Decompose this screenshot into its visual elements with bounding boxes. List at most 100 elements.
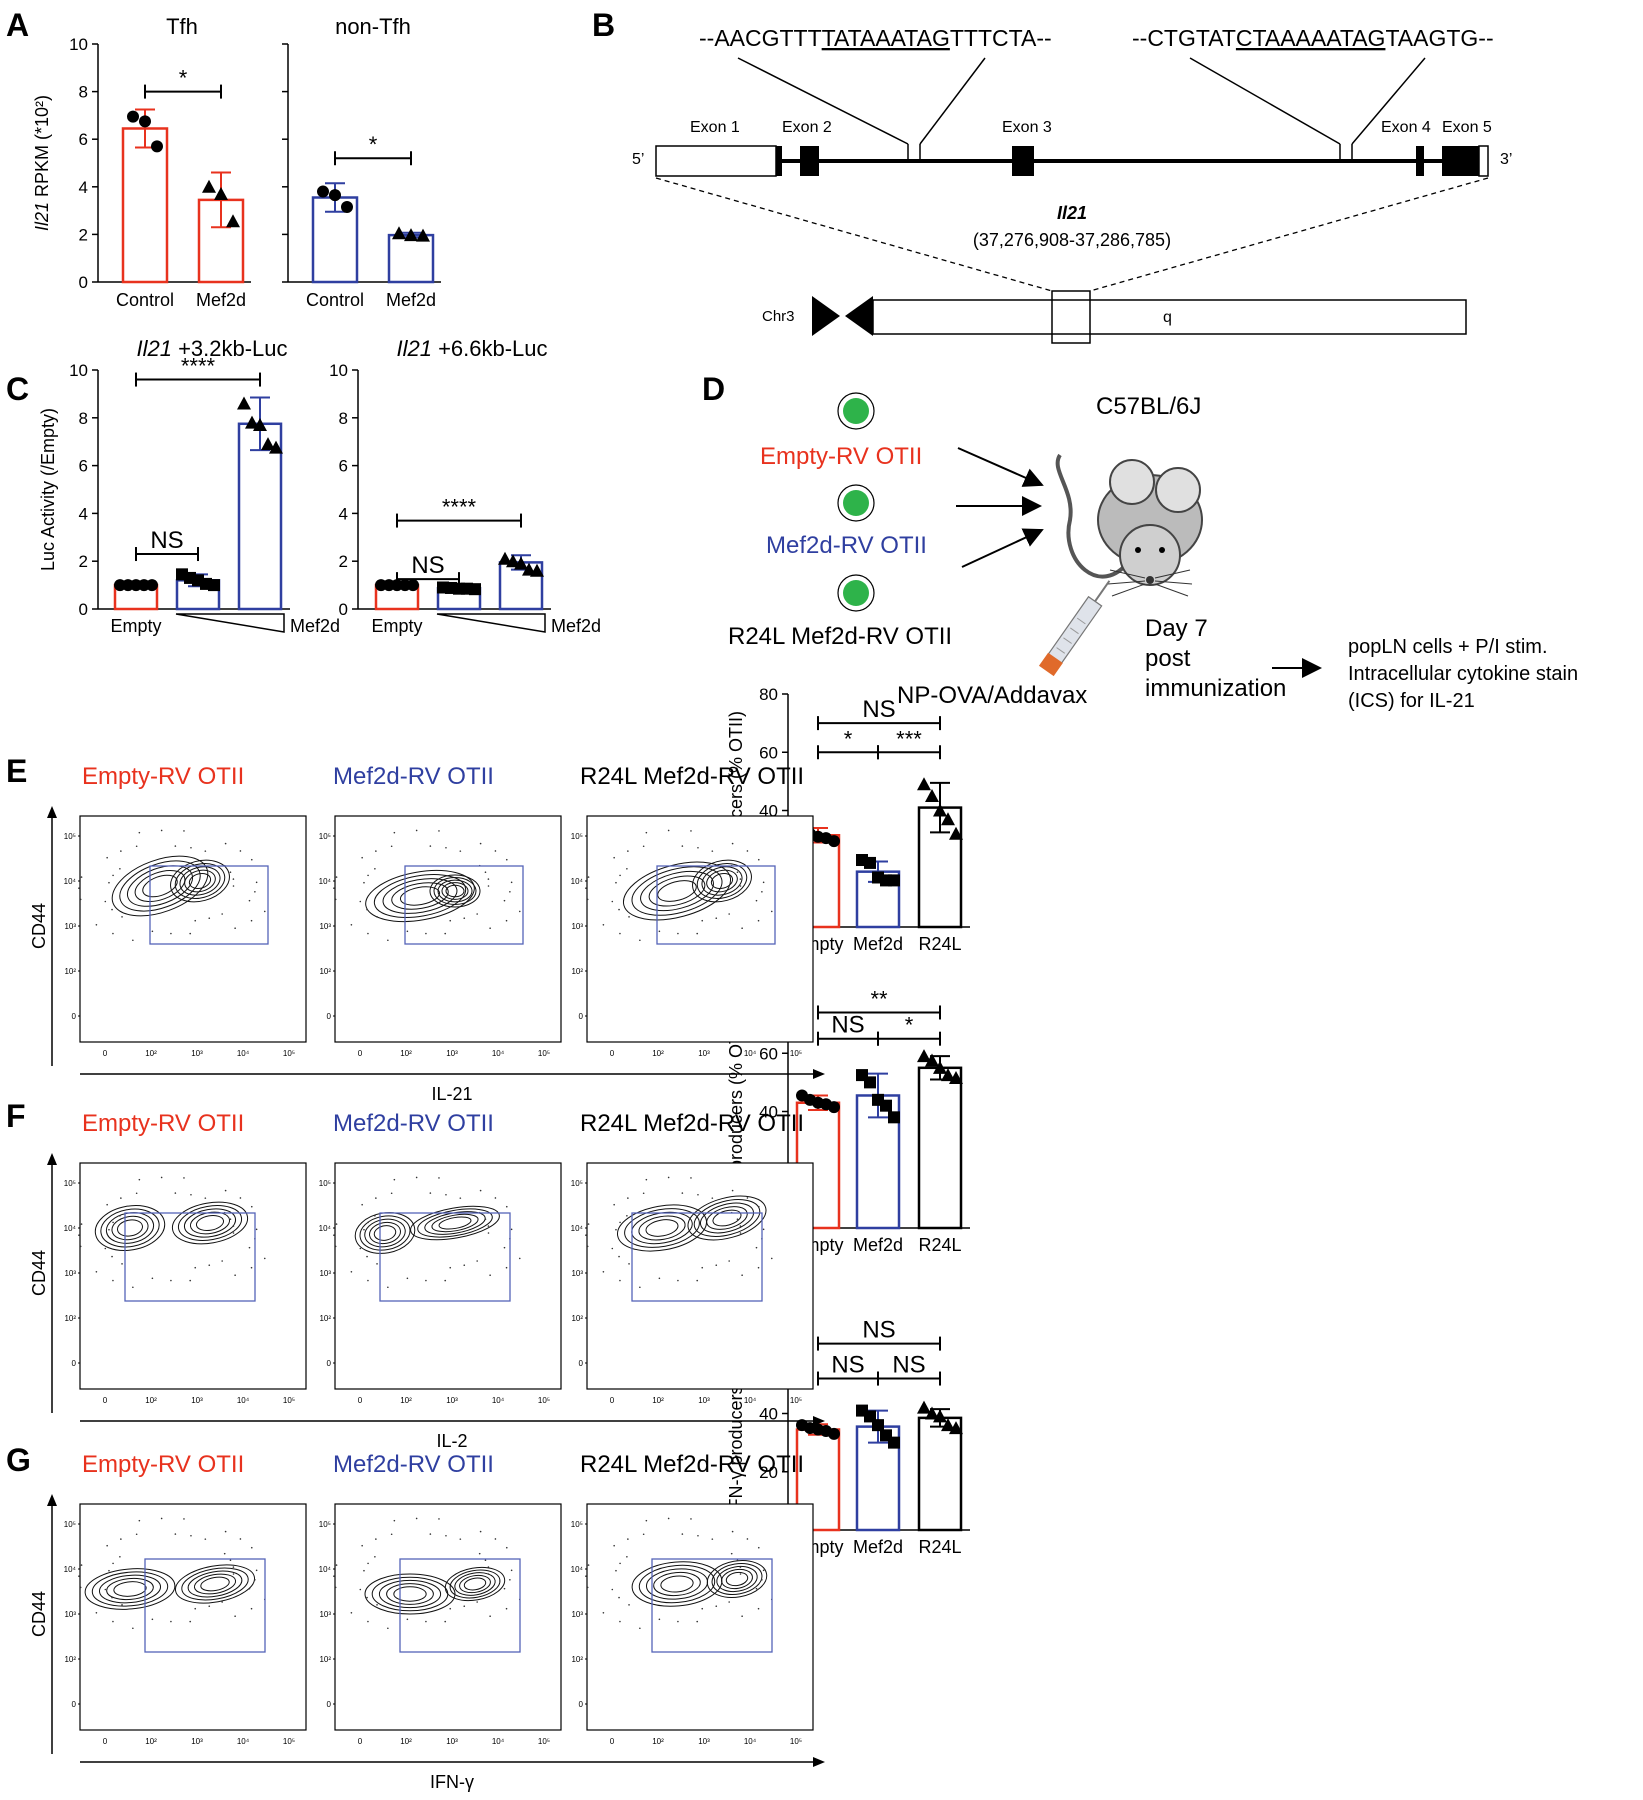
event-dot bbox=[518, 1257, 521, 1260]
exon-5-utr bbox=[1478, 145, 1489, 177]
event-dot bbox=[366, 1596, 368, 1599]
event-dot bbox=[80, 1223, 83, 1225]
contour bbox=[365, 870, 475, 922]
event-dot bbox=[229, 871, 232, 873]
y-tick-label: 40 bbox=[759, 1103, 778, 1122]
event-dot bbox=[479, 1530, 482, 1533]
flow-x-tick: 10⁵ bbox=[790, 1396, 802, 1405]
event-dot bbox=[696, 932, 699, 935]
q-arm-label: q bbox=[1163, 309, 1172, 326]
event-dot bbox=[223, 1552, 226, 1555]
flow-y-tick: 10⁵ bbox=[571, 1520, 583, 1529]
event-dot bbox=[151, 930, 154, 933]
event-dot bbox=[746, 1538, 749, 1540]
event-dot bbox=[119, 1215, 121, 1217]
event-dot bbox=[208, 917, 211, 919]
flow-title: R24L Mef2d-RV OTII bbox=[580, 1451, 804, 1478]
y-tick-label: 8 bbox=[79, 409, 88, 428]
event-dot bbox=[334, 1586, 337, 1589]
event-dot bbox=[190, 1193, 192, 1196]
event-dot bbox=[438, 1177, 440, 1179]
event-dot bbox=[585, 1234, 587, 1236]
flow-title: R24L Mef2d-RV OTII bbox=[580, 763, 804, 790]
event-dot bbox=[757, 1607, 760, 1610]
event-dot bbox=[681, 1192, 684, 1194]
event-dot bbox=[387, 1286, 389, 1289]
event-dot bbox=[363, 1569, 365, 1572]
flow-x-tick: 10⁴ bbox=[744, 1049, 757, 1058]
event-dot bbox=[627, 1538, 629, 1540]
event-dot bbox=[359, 900, 362, 903]
event-dot bbox=[132, 939, 134, 942]
flow-y-tick: 10⁴ bbox=[571, 877, 584, 886]
event-dot bbox=[350, 1611, 353, 1614]
event-dot bbox=[361, 1544, 363, 1547]
contour bbox=[174, 1564, 256, 1604]
flow-x-tick: 10⁴ bbox=[744, 1396, 757, 1405]
event-dot bbox=[104, 1247, 107, 1250]
flow-y-tick: 0 bbox=[579, 1700, 584, 1709]
y-axis-label-rest: RPKM (*10²) bbox=[32, 95, 52, 197]
event-dot bbox=[183, 1518, 185, 1520]
mouse-strain: C57BL/6J bbox=[1096, 393, 1201, 420]
exon-1-label: Exon 1 bbox=[690, 119, 740, 136]
event-dot bbox=[376, 1604, 378, 1606]
event-dot bbox=[518, 910, 521, 913]
chart-title-rest: +6.6kb-Luc bbox=[432, 336, 548, 361]
event-dot bbox=[160, 1517, 163, 1520]
data-point bbox=[146, 579, 158, 592]
event-dot bbox=[204, 850, 207, 852]
y-axis-label: Luc Activity (/Empty) bbox=[38, 408, 58, 571]
event-dot bbox=[639, 939, 641, 942]
timing-line-3: immunization bbox=[1145, 675, 1286, 702]
event-dot bbox=[95, 1611, 98, 1614]
event-dot bbox=[739, 1573, 742, 1575]
event-dot bbox=[415, 829, 418, 832]
contour bbox=[373, 874, 467, 918]
y-tick-label: 40 bbox=[759, 1405, 778, 1424]
chromosome-q-arm bbox=[872, 299, 1467, 335]
flow-y-tick: 10² bbox=[64, 967, 76, 976]
y-tick-label: 20 bbox=[759, 1463, 778, 1482]
exon-1-box bbox=[655, 145, 777, 177]
event-dot bbox=[170, 1620, 172, 1623]
contour bbox=[183, 1208, 237, 1238]
y-tick-label: 2 bbox=[339, 552, 348, 571]
y-tick-label: 6 bbox=[79, 457, 88, 476]
data-point bbox=[202, 179, 216, 193]
event-dot bbox=[366, 1255, 368, 1258]
event-dot bbox=[239, 1197, 242, 1199]
y-tick-label: 0 bbox=[339, 600, 348, 619]
flow-x-tick: 10² bbox=[652, 1049, 664, 1058]
event-dot bbox=[78, 887, 80, 889]
event-dot bbox=[444, 1620, 447, 1623]
event-dot bbox=[658, 1618, 661, 1621]
contour bbox=[692, 859, 752, 903]
contour bbox=[417, 1208, 493, 1238]
event-dot bbox=[602, 1270, 605, 1273]
significance-label: NS bbox=[411, 552, 444, 579]
event-dot bbox=[711, 850, 714, 852]
centromere-left bbox=[812, 296, 840, 336]
event-dot bbox=[658, 1277, 661, 1280]
data-point bbox=[317, 185, 329, 198]
event-dot bbox=[757, 1266, 760, 1269]
data-point bbox=[917, 1049, 931, 1063]
event-dot bbox=[255, 1569, 258, 1572]
flow-x-label: IFN-γ bbox=[430, 1772, 474, 1792]
contour bbox=[454, 1572, 496, 1596]
event-dot bbox=[757, 919, 760, 922]
event-dot bbox=[615, 1228, 617, 1231]
cell-2 bbox=[837, 484, 875, 522]
event-dot bbox=[587, 1223, 590, 1225]
event-dot bbox=[586, 1586, 589, 1589]
contour bbox=[438, 1216, 472, 1230]
event-dot bbox=[190, 846, 192, 849]
contour bbox=[687, 1195, 767, 1241]
contour bbox=[364, 1573, 456, 1615]
event-dot bbox=[479, 1189, 482, 1192]
flow-x-label: IL-21 bbox=[431, 1084, 472, 1104]
event-dot bbox=[112, 1562, 114, 1565]
category-label: R24L bbox=[918, 1235, 961, 1255]
event-dot bbox=[221, 1601, 223, 1603]
